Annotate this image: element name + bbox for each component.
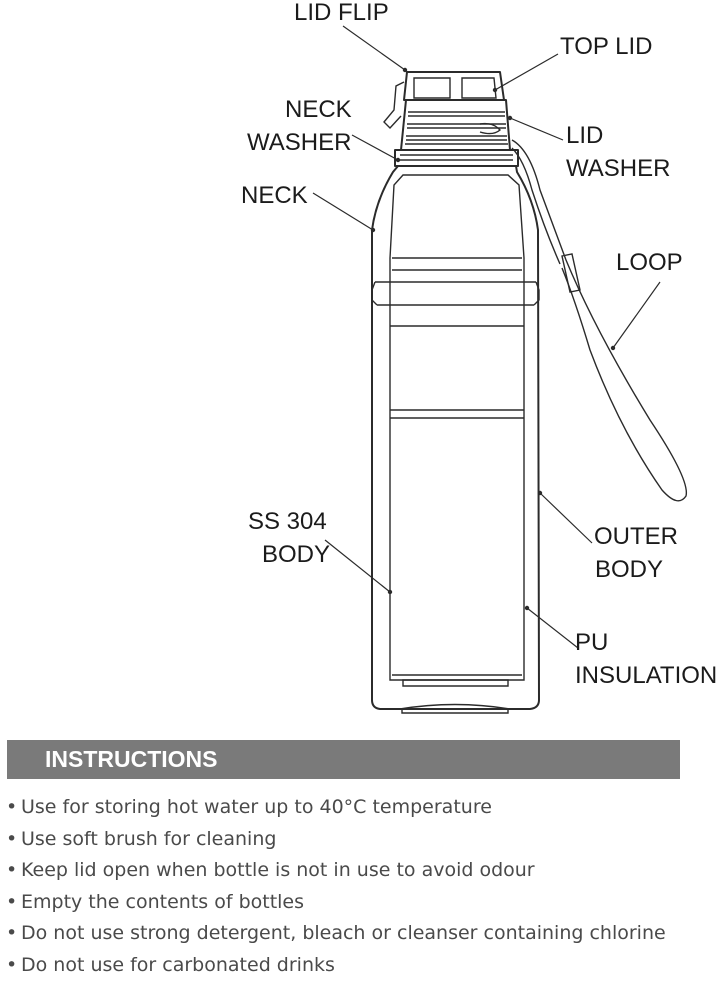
bullet-icon: • — [6, 825, 21, 853]
leader-lines — [313, 26, 660, 648]
ss-body-outline — [390, 175, 524, 680]
outer-body-shoulder-band — [372, 282, 539, 305]
label-outer-body-line1: OUTER — [594, 523, 678, 550]
bullet-icon: • — [6, 919, 21, 947]
lid-threads — [405, 112, 508, 144]
instruction-item: •Empty the contents of bottles — [6, 888, 666, 920]
label-pu-insulation-line1: PU — [575, 629, 608, 656]
label-loop: LOOP — [616, 249, 683, 276]
loop-strap-inner — [512, 148, 560, 264]
bullet-icon: • — [6, 888, 21, 916]
instructions-header: INSTRUCTIONS — [7, 740, 680, 779]
instructions-title: INSTRUCTIONS — [45, 746, 218, 772]
instruction-text: Use soft brush for cleaning — [21, 828, 276, 850]
instruction-item: •Use soft brush for cleaning — [6, 825, 666, 857]
ss-body-base — [392, 675, 522, 686]
instruction-text: Use for storing hot water up to 40°C tem… — [21, 796, 492, 818]
label-lid-washer-line1: LID — [566, 122, 603, 149]
instruction-item: •Do not use for carbonated drinks — [6, 951, 666, 982]
neck-washer — [400, 155, 513, 160]
label-lid-flip: LID FLIP — [294, 0, 389, 26]
instruction-item: •Do not use strong detergent, bleach or … — [6, 919, 666, 951]
bottle-diagram: LID FLIP TOP LID NECK WASHER LID WASHER … — [0, 0, 726, 730]
instruction-text: Do not use for carbonated drinks — [21, 954, 335, 976]
lid-flip-details — [384, 78, 496, 128]
label-top-lid: TOP LID — [560, 33, 652, 60]
label-lid-washer-line2: WASHER — [566, 155, 670, 182]
outer-body-outline — [372, 166, 539, 709]
label-neck-washer-line1: NECK — [285, 96, 352, 123]
bullet-icon: • — [6, 856, 21, 884]
instruction-text: Do not use strong detergent, bleach or c… — [21, 922, 666, 944]
label-ss-body-line2: BODY — [262, 541, 330, 568]
lid-flip-cap — [404, 72, 504, 100]
instructions-list: •Use for storing hot water up to 40°C te… — [6, 793, 666, 982]
label-pu-insulation-line2: INSULATION — [575, 662, 717, 689]
bullet-icon: • — [6, 951, 21, 979]
bullet-icon: • — [6, 793, 21, 821]
label-neck: NECK — [241, 182, 308, 209]
label-neck-washer-line2: WASHER — [247, 129, 351, 156]
neck-ring — [395, 150, 518, 166]
instruction-item: •Use for storing hot water up to 40°C te… — [6, 793, 666, 825]
instruction-text: Empty the contents of bottles — [21, 891, 304, 913]
label-outer-body-line2: BODY — [595, 556, 663, 583]
instruction-text: Keep lid open when bottle is not in use … — [21, 859, 535, 881]
label-ss-body-line1: SS 304 — [248, 508, 327, 535]
instruction-item: •Keep lid open when bottle is not in use… — [6, 856, 666, 888]
